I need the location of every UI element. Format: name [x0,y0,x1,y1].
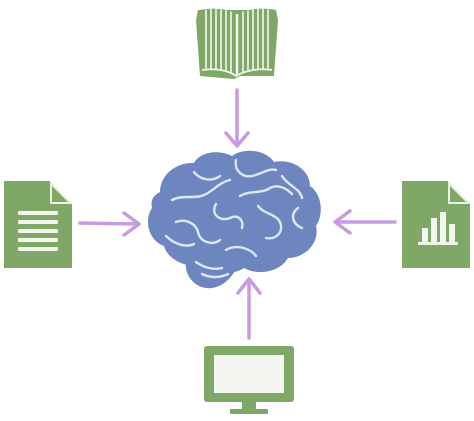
bar-chart-document-icon [402,181,470,268]
arrow-bottom-to-brain [236,277,262,340]
computer-monitor-icon [204,346,294,414]
arrow-top-to-brain [224,88,250,148]
open-book-icon [196,8,278,79]
chart-bars-icon [418,212,458,245]
brain-icon [148,150,321,289]
arrow-left-to-brain [78,211,141,237]
text-document-icon [4,181,72,268]
arrow-right-to-brain [333,209,397,235]
